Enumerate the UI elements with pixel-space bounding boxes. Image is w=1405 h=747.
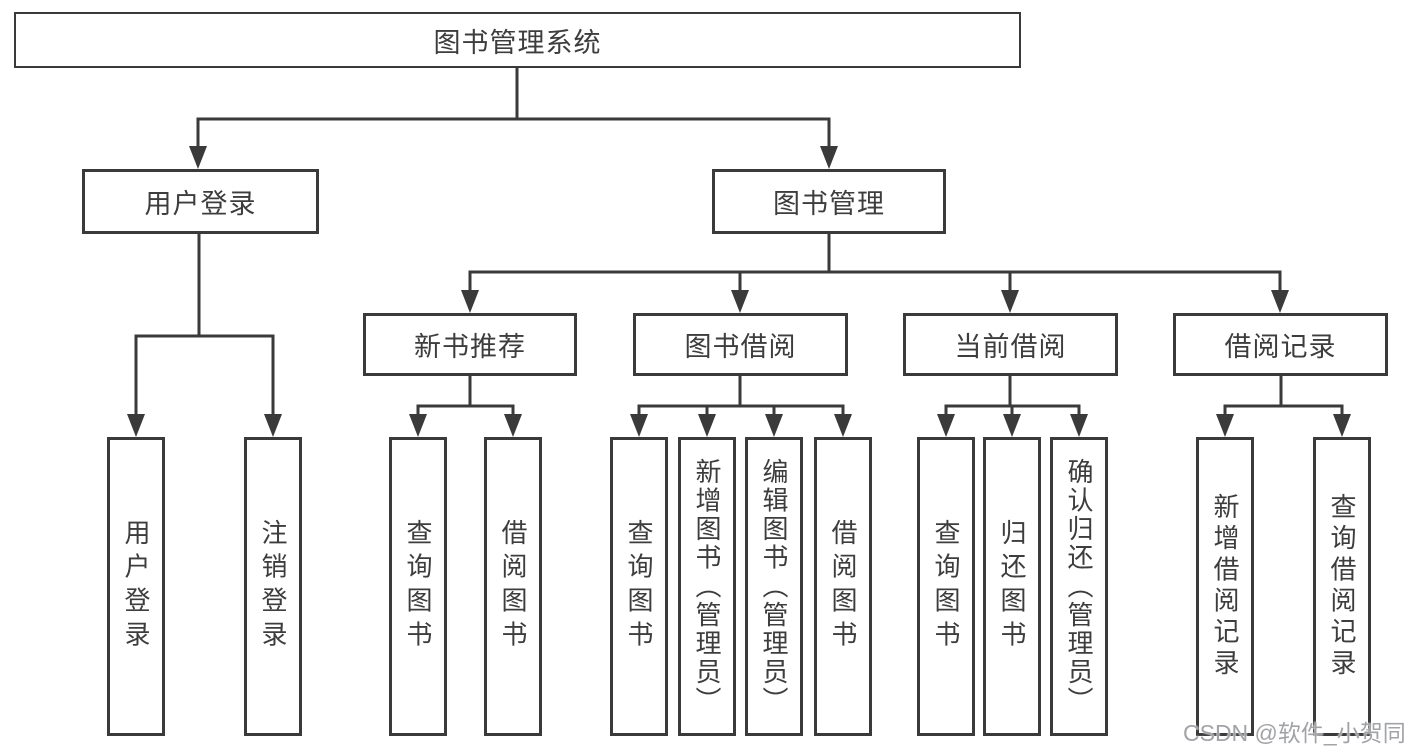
arrowhead-leaf xyxy=(264,414,282,437)
node-leaf-query-books-2-label: 查询图书 xyxy=(624,518,654,655)
arrowhead-leaf xyxy=(1003,414,1021,437)
arrowhead-leaf xyxy=(409,414,427,437)
node-leaf-borrow-books-2-label: 借阅图书 xyxy=(828,518,858,655)
node-leaf-borrow-books-1-label: 借阅图书 xyxy=(498,518,528,655)
node-book-borrowing: 图书借阅 xyxy=(633,313,848,376)
arrowhead-leaf xyxy=(834,414,852,437)
node-leaf-confirm-return-admin-label: 确认归还（管理员） xyxy=(1064,457,1094,716)
node-leaf-query-books-2: 查询图书 xyxy=(610,437,668,736)
node-leaf-confirm-return-admin: 确认归还（管理员） xyxy=(1050,437,1108,736)
node-leaf-borrow-books-1: 借阅图书 xyxy=(484,437,542,736)
arrowhead-leaf xyxy=(698,414,716,437)
node-user-login-label: 用户登录 xyxy=(144,189,257,219)
node-book-borrowing-label: 图书借阅 xyxy=(684,332,797,362)
node-root: 图书管理系统 xyxy=(14,12,1021,68)
node-leaf-user-login: 用户登录 xyxy=(107,437,165,736)
node-leaf-query-books-3: 查询图书 xyxy=(917,437,975,736)
node-leaf-query-borrow-record-label: 查询借阅记录 xyxy=(1327,492,1357,681)
node-leaf-add-books-admin-label: 新增图书（管理员） xyxy=(692,457,722,716)
node-leaf-edit-books-admin-label: 编辑图书（管理员） xyxy=(759,457,789,716)
arrowhead-leaf xyxy=(1333,414,1351,437)
node-new-book-recommend: 新书推荐 xyxy=(363,313,577,376)
arrowhead-current-borrow xyxy=(1001,290,1019,313)
node-current-borrowing-label: 当前借阅 xyxy=(954,332,1067,362)
node-leaf-borrow-books-2: 借阅图书 xyxy=(814,437,872,736)
node-new-book-recommend-label: 新书推荐 xyxy=(414,332,526,362)
arrowhead-leaf xyxy=(127,414,145,437)
node-leaf-logout: 注销登录 xyxy=(244,437,302,736)
node-book-management: 图书管理 xyxy=(712,169,946,234)
node-leaf-logout-label: 注销登录 xyxy=(258,518,288,655)
node-leaf-query-borrow-record: 查询借阅记录 xyxy=(1313,437,1371,736)
arrowheads xyxy=(127,146,1351,437)
arrowhead-leaf xyxy=(1216,414,1234,437)
node-leaf-add-books-admin: 新增图书（管理员） xyxy=(678,437,736,736)
node-leaf-query-books-1-label: 查询图书 xyxy=(403,518,433,655)
node-leaf-return-books-label: 归还图书 xyxy=(997,518,1027,655)
arrowhead-borrow-record xyxy=(1271,290,1289,313)
node-leaf-user-login-label: 用户登录 xyxy=(121,518,151,655)
arrowhead-book-borrow xyxy=(731,290,749,313)
arrowhead-user-login xyxy=(189,146,207,169)
arrowhead-leaf xyxy=(765,414,783,437)
arrowhead-leaf xyxy=(630,414,648,437)
node-leaf-edit-books-admin: 编辑图书（管理员） xyxy=(745,437,803,736)
arrowhead-new-book xyxy=(461,290,479,313)
arrowhead-book-mgmt xyxy=(820,146,838,169)
node-root-label: 图书管理系统 xyxy=(433,27,602,58)
node-borrowing-records: 借阅记录 xyxy=(1173,313,1388,376)
node-borrowing-records-label: 借阅记录 xyxy=(1224,332,1337,362)
node-leaf-return-books: 归还图书 xyxy=(983,437,1041,736)
arrowhead-leaf xyxy=(937,414,955,437)
node-user-login: 用户登录 xyxy=(82,169,319,234)
arrowhead-leaf xyxy=(1070,414,1088,437)
csdn-watermark: CSDN @软件_小贺同学 xyxy=(1183,720,1405,746)
node-current-borrowing: 当前借阅 xyxy=(903,313,1118,376)
node-leaf-add-borrow-record: 新增借阅记录 xyxy=(1196,437,1254,736)
arrowhead-leaf xyxy=(504,414,522,437)
node-leaf-query-books-3-label: 查询图书 xyxy=(931,518,961,655)
node-book-management-label: 图书管理 xyxy=(773,189,885,219)
node-leaf-query-books-1: 查询图书 xyxy=(389,437,447,736)
node-leaf-add-borrow-record-label: 新增借阅记录 xyxy=(1210,492,1240,681)
